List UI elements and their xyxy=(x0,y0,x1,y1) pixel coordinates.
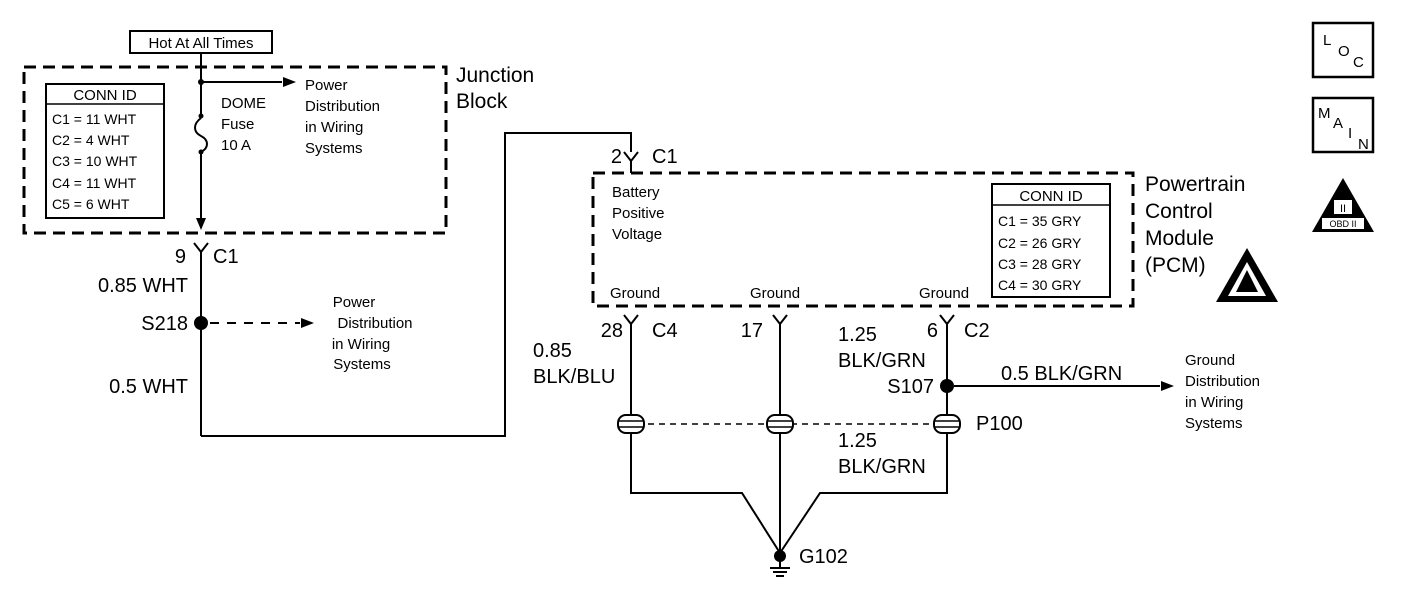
power-dist-2: Distribution xyxy=(305,98,380,115)
jb-pin: 9 xyxy=(175,246,186,268)
pcm-top-pin: 2 xyxy=(611,146,622,168)
connector-icon xyxy=(623,151,639,163)
arrow-down-icon xyxy=(196,218,206,230)
svg-text:C2 = 4 WHT: C2 = 4 WHT xyxy=(52,132,130,148)
ground-label-3: Ground xyxy=(919,285,969,302)
connector-c2: C2 xyxy=(964,320,990,342)
pcm-title-3: Module xyxy=(1145,227,1214,250)
svg-text:A: A xyxy=(1333,115,1343,132)
pin-6: 6 xyxy=(927,320,938,342)
ground-dist-4: Systems xyxy=(1185,415,1243,432)
connector-icon xyxy=(623,314,639,326)
connector-icon xyxy=(193,242,209,254)
svg-text:C3 = 28 GRY: C3 = 28 GRY xyxy=(998,256,1082,272)
arrow-right-icon xyxy=(1161,381,1174,391)
connector-icon xyxy=(772,314,788,326)
wire-125-blkgrn-color: BLK/GRN xyxy=(838,350,926,372)
s218-dist-4: Systems xyxy=(333,356,391,373)
splice-s107-dot xyxy=(940,379,954,393)
pin-17: 17 xyxy=(741,320,763,342)
splice-s218-dot xyxy=(194,316,208,330)
svg-text:C2 = 26 GRY: C2 = 26 GRY xyxy=(998,235,1082,251)
power-dist-3: in Wiring xyxy=(305,119,363,136)
pcm-title-2: Control xyxy=(1145,200,1213,223)
wire-085-wht: 0.85 WHT xyxy=(98,275,188,297)
arrow-right-icon xyxy=(283,77,296,87)
junction-block-title-2: Block xyxy=(456,90,508,113)
battery-label-3: Voltage xyxy=(612,226,662,243)
fuse-icon xyxy=(194,113,208,155)
fuse-rating: 10 A xyxy=(221,137,251,154)
esd-warning-icon xyxy=(1216,248,1278,302)
svg-text:I: I xyxy=(1348,125,1352,142)
wire-085-blkblu-color: BLK/BLU xyxy=(533,366,615,388)
connector-p100: P100 xyxy=(976,413,1023,435)
main-icon: M A I N xyxy=(1311,96,1375,154)
ground-dist-2: Distribution xyxy=(1185,373,1260,390)
svg-text:Hot At All Times: Hot At All Times xyxy=(148,35,253,52)
fuse-name: DOME xyxy=(221,95,266,112)
arrow-right-icon xyxy=(301,318,314,328)
wire-125-blkgrn-gauge: 1.25 xyxy=(838,324,877,346)
power-dist-1: Power xyxy=(305,77,348,94)
svg-text:OBD II: OBD II xyxy=(1329,219,1356,229)
svg-text:L: L xyxy=(1323,32,1331,49)
wire-05-blkgrn: 0.5 BLK/GRN xyxy=(1001,363,1122,385)
battery-label-1: Battery xyxy=(612,184,660,201)
s218-dist-3: in Wiring xyxy=(332,336,390,353)
obd-ii-icon: II OBD II xyxy=(1312,178,1374,232)
ground-dist-1: Ground xyxy=(1185,352,1235,369)
junction-conn-id-table: CONN ID C1 = 11 WHT C2 = 4 WHT C3 = 10 W… xyxy=(45,83,165,219)
svg-text:CONN ID: CONN ID xyxy=(73,87,137,104)
wire-05-wht: 0.5 WHT xyxy=(109,376,188,398)
power-dist-4: Systems xyxy=(305,140,363,157)
splice-s218: S218 xyxy=(141,313,188,335)
connector-c4: C4 xyxy=(652,320,678,342)
battery-label-2: Positive xyxy=(612,205,665,222)
s218-dist-2: Distribution xyxy=(337,315,412,332)
svg-text:C1 = 35 GRY: C1 = 35 GRY xyxy=(998,213,1082,229)
svg-text:N: N xyxy=(1358,136,1369,153)
ground-label-2: Ground xyxy=(750,285,800,302)
svg-text:II: II xyxy=(1340,203,1346,215)
svg-text:C5 = 6 WHT: C5 = 6 WHT xyxy=(52,196,130,212)
ground-g102: G102 xyxy=(799,546,848,568)
splice-s107: S107 xyxy=(887,376,934,398)
p100-connector-icon xyxy=(617,414,961,434)
pin-28: 28 xyxy=(601,320,623,342)
svg-text:M: M xyxy=(1318,105,1331,122)
pcm-title-4: (PCM) xyxy=(1145,254,1206,277)
fuse-label: Fuse xyxy=(221,116,254,133)
svg-text:C: C xyxy=(1353,54,1364,71)
svg-text:C3 = 10 WHT: C3 = 10 WHT xyxy=(52,153,138,169)
ground-label-1: Ground xyxy=(610,285,660,302)
jb-connector: C1 xyxy=(213,246,239,268)
junction-block-title-1: Junction xyxy=(456,64,534,87)
svg-text:C4 = 11 WHT: C4 = 11 WHT xyxy=(52,175,137,191)
svg-text:C4 = 30 GRY: C4 = 30 GRY xyxy=(998,277,1082,293)
hot-at-all-times-label: Hot At All Times xyxy=(129,30,273,54)
pcm-top-connector: C1 xyxy=(652,146,678,168)
wire-085-blkblu-gauge: 0.85 xyxy=(533,340,572,362)
s218-dist-1: Power xyxy=(333,294,376,311)
svg-text:O: O xyxy=(1338,43,1350,60)
pcm-outline xyxy=(591,171,1135,308)
svg-text:C1 = 11 WHT: C1 = 11 WHT xyxy=(52,111,137,127)
wire-125-blkgrn-bottom-color: BLK/GRN xyxy=(838,456,926,478)
wire-125-blkgrn-bottom-gauge: 1.25 xyxy=(838,430,877,452)
connector-icon xyxy=(939,314,955,326)
loc-icon: L O C xyxy=(1311,21,1375,79)
svg-text:CONN ID: CONN ID xyxy=(1019,188,1083,205)
ground-dist-3: in Wiring xyxy=(1185,394,1243,411)
junction-block-outline xyxy=(22,65,448,235)
ground-icon xyxy=(770,550,790,577)
pcm-title-1: Powertrain xyxy=(1145,173,1245,196)
pcm-conn-id-table: CONN ID C1 = 35 GRY C2 = 26 GRY C3 = 28 … xyxy=(991,183,1111,298)
